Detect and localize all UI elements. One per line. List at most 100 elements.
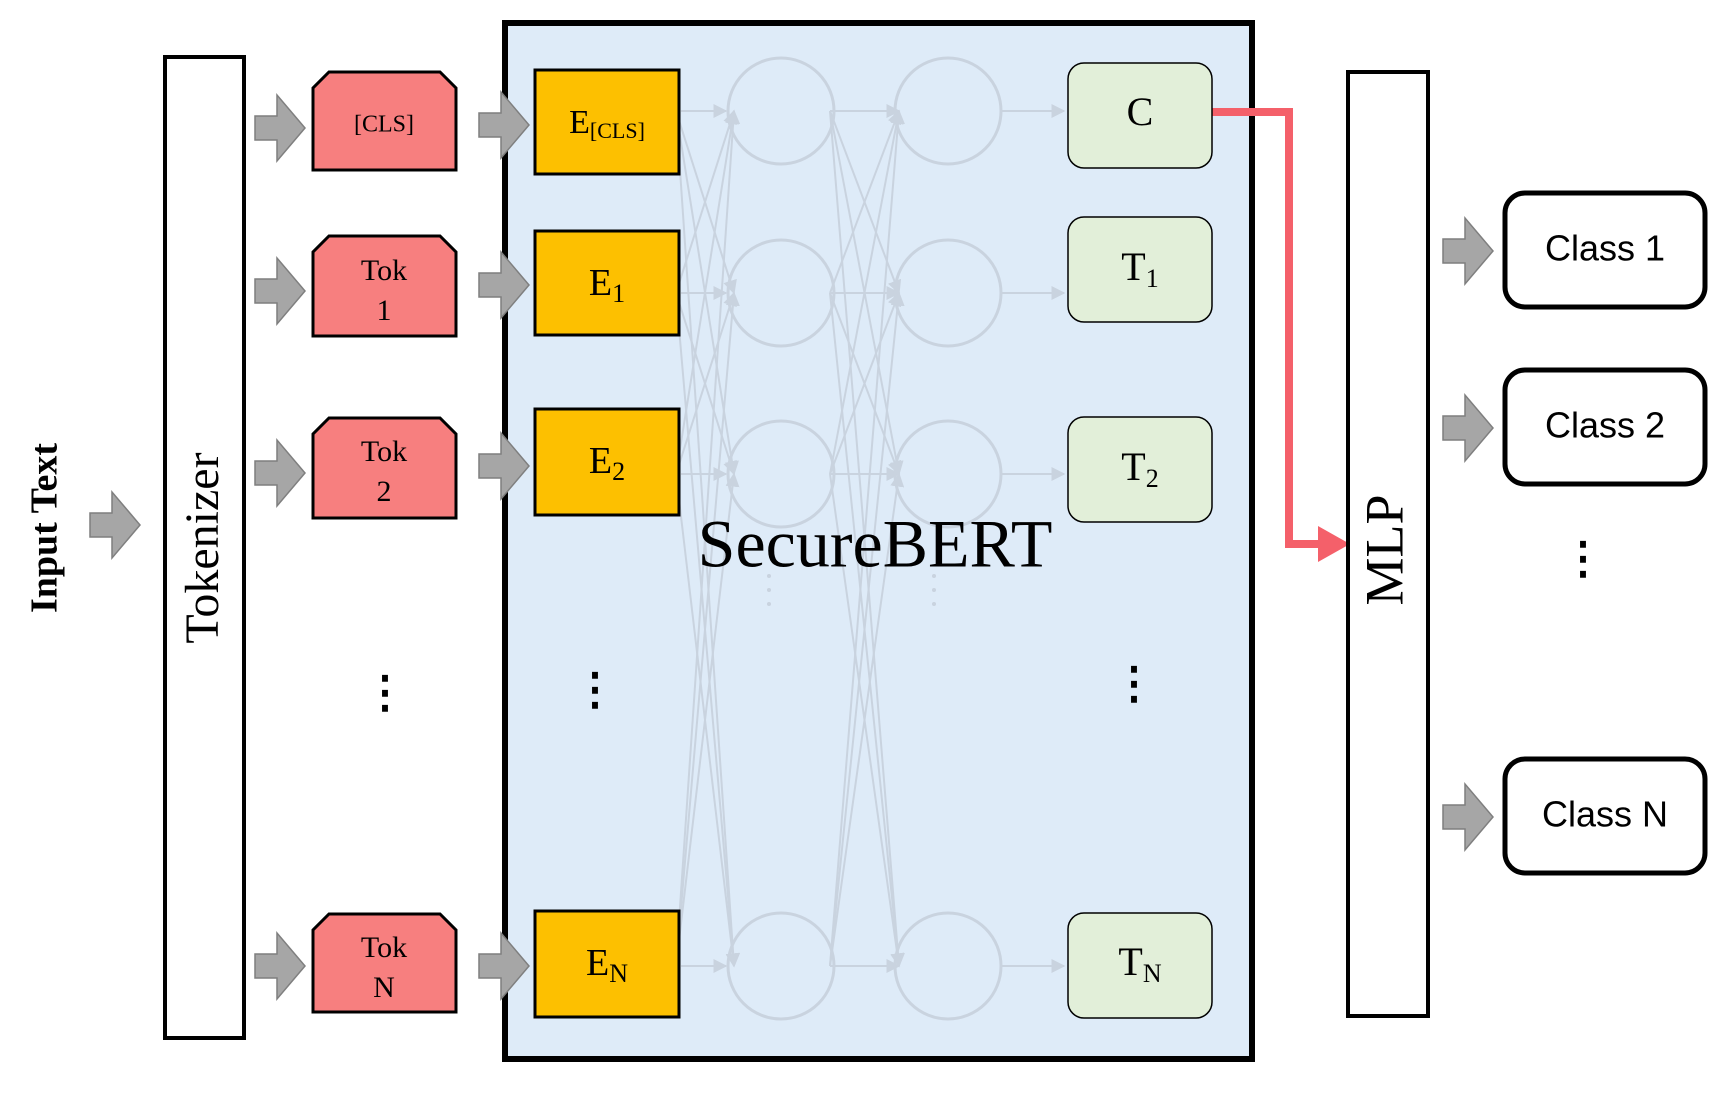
embedding-rect <box>533 407 681 517</box>
layer2-node <box>893 238 1003 348</box>
class-label: Class 2 <box>1545 405 1665 446</box>
output-base: T <box>1118 939 1142 984</box>
embedding-rect <box>533 68 681 176</box>
output-base: T <box>1121 244 1145 289</box>
token-line1: Tok <box>361 435 407 468</box>
input-to-tokenizer-arrow <box>89 489 141 561</box>
output-sub: 1 <box>1146 264 1159 293</box>
svg-text:TN: TN <box>1118 939 1161 988</box>
svg-text:T1: T1 <box>1121 244 1158 293</box>
output-sub: 2 <box>1146 464 1159 493</box>
layer-ellipsis-dot <box>767 574 771 578</box>
embedding-ellipsis: ⋮ <box>573 665 617 714</box>
layer1-to-layer2-edge <box>829 109 902 294</box>
embedding-base: E <box>589 440 612 482</box>
embedding-base: E <box>569 104 590 141</box>
layer2-node <box>893 419 1003 529</box>
class-rect <box>1502 190 1708 310</box>
layer-ellipsis-dot <box>932 602 936 606</box>
svg-text:E2: E2 <box>589 440 625 486</box>
layer1-to-layer2-edge <box>829 291 905 967</box>
output-ellipsis: ⋮ <box>1112 659 1156 708</box>
tokenizer-to-token-arrow <box>254 255 306 327</box>
token-shape <box>311 416 458 520</box>
mlp-to-class-arrow <box>1442 215 1494 287</box>
embedding-cross-edge <box>675 109 741 967</box>
tokenizer-label: Tokenizer <box>176 452 229 643</box>
layer-ellipsis-dot <box>767 602 771 606</box>
output-box: C <box>1067 62 1213 169</box>
tokenizer-to-token-arrow <box>254 92 306 164</box>
layer-ellipsis-dot <box>932 574 936 578</box>
layer1-to-layer2-edge <box>829 472 905 967</box>
token-shape <box>311 70 458 172</box>
output-rect <box>1067 416 1213 523</box>
class-box: Class 2 <box>1502 367 1708 487</box>
embedding-rect <box>533 909 681 1019</box>
token-line1: Tok <box>361 931 407 964</box>
output-base: T <box>1121 444 1145 489</box>
layer1-node <box>726 419 836 529</box>
layer1-to-layer2-edge <box>829 291 902 475</box>
token-ellipsis: ⋮ <box>363 668 407 717</box>
embedding-sub: 1 <box>612 279 625 308</box>
tokenizer-to-token-arrow <box>254 437 306 509</box>
token-line1: Tok <box>361 254 407 287</box>
securebert-box <box>502 20 1255 1062</box>
layer1-to-layer2-edge <box>829 109 904 475</box>
class-rect <box>1502 756 1708 876</box>
output-box: TN <box>1067 912 1213 1019</box>
class-rect <box>1502 367 1708 487</box>
embedding-cross-edge <box>675 472 740 967</box>
output-rect <box>1067 216 1213 323</box>
embedding-sub: [CLS] <box>590 118 645 143</box>
token-to-embedding-arrow <box>478 89 530 161</box>
token-line2: 2 <box>377 475 392 508</box>
svg-text:EN: EN <box>586 942 628 988</box>
token-box: Tok 1 <box>311 234 458 338</box>
class-ellipsis: ⋮ <box>1561 534 1605 583</box>
mlp-label: MLP <box>1354 494 1414 605</box>
input-text-label: Input Text <box>24 443 66 613</box>
output-rect <box>1067 912 1213 1019</box>
securebert-label: SecureBERT <box>698 506 1053 582</box>
mlp-to-class-arrow <box>1442 392 1494 464</box>
layer2-node <box>893 56 1003 166</box>
output-box: T1 <box>1067 216 1213 323</box>
embedding-cross-edge <box>675 109 737 294</box>
svg-text:T2: T2 <box>1121 444 1158 493</box>
token-box: Tok N <box>311 912 458 1014</box>
class-label: Class 1 <box>1545 228 1665 269</box>
layer1-node <box>726 911 836 1021</box>
layer-ellipsis-dot <box>932 588 936 592</box>
gray-arrows <box>89 89 1494 1002</box>
layer1-node <box>726 56 836 166</box>
token-to-embedding-arrow <box>478 430 530 502</box>
layer-ellipsis-dot <box>767 588 771 592</box>
embedding-sub: 2 <box>612 457 625 486</box>
token-line2: N <box>373 971 395 1004</box>
token-box: [CLS] <box>311 70 458 172</box>
neural-network-layers <box>675 56 1066 1021</box>
layer2-node <box>893 911 1003 1021</box>
embedding-box: EN <box>533 909 681 1019</box>
output-box: T2 <box>1067 416 1213 523</box>
cls-arrow-head <box>1318 526 1350 562</box>
embedding-cross-edge <box>675 291 737 475</box>
token-to-embedding-arrow <box>478 930 530 1002</box>
output-base: C <box>1127 89 1154 134</box>
embedding-cross-edge <box>675 109 739 475</box>
tokenizer-box <box>163 55 246 1040</box>
class-label: Class N <box>1542 794 1668 835</box>
svg-text:E[CLS]: E[CLS] <box>569 104 645 143</box>
embedding-base: E <box>589 262 612 304</box>
class-box: Class N <box>1502 756 1708 876</box>
mlp-box <box>1346 70 1430 1018</box>
token-line2: 1 <box>377 294 392 327</box>
embedding-box: E1 <box>533 229 681 337</box>
embedding-cross-edge <box>675 291 740 967</box>
mlp-to-class-arrow <box>1442 781 1494 853</box>
token-line1: [CLS] <box>354 112 414 138</box>
tokenizer-to-token-arrow <box>254 930 306 1002</box>
